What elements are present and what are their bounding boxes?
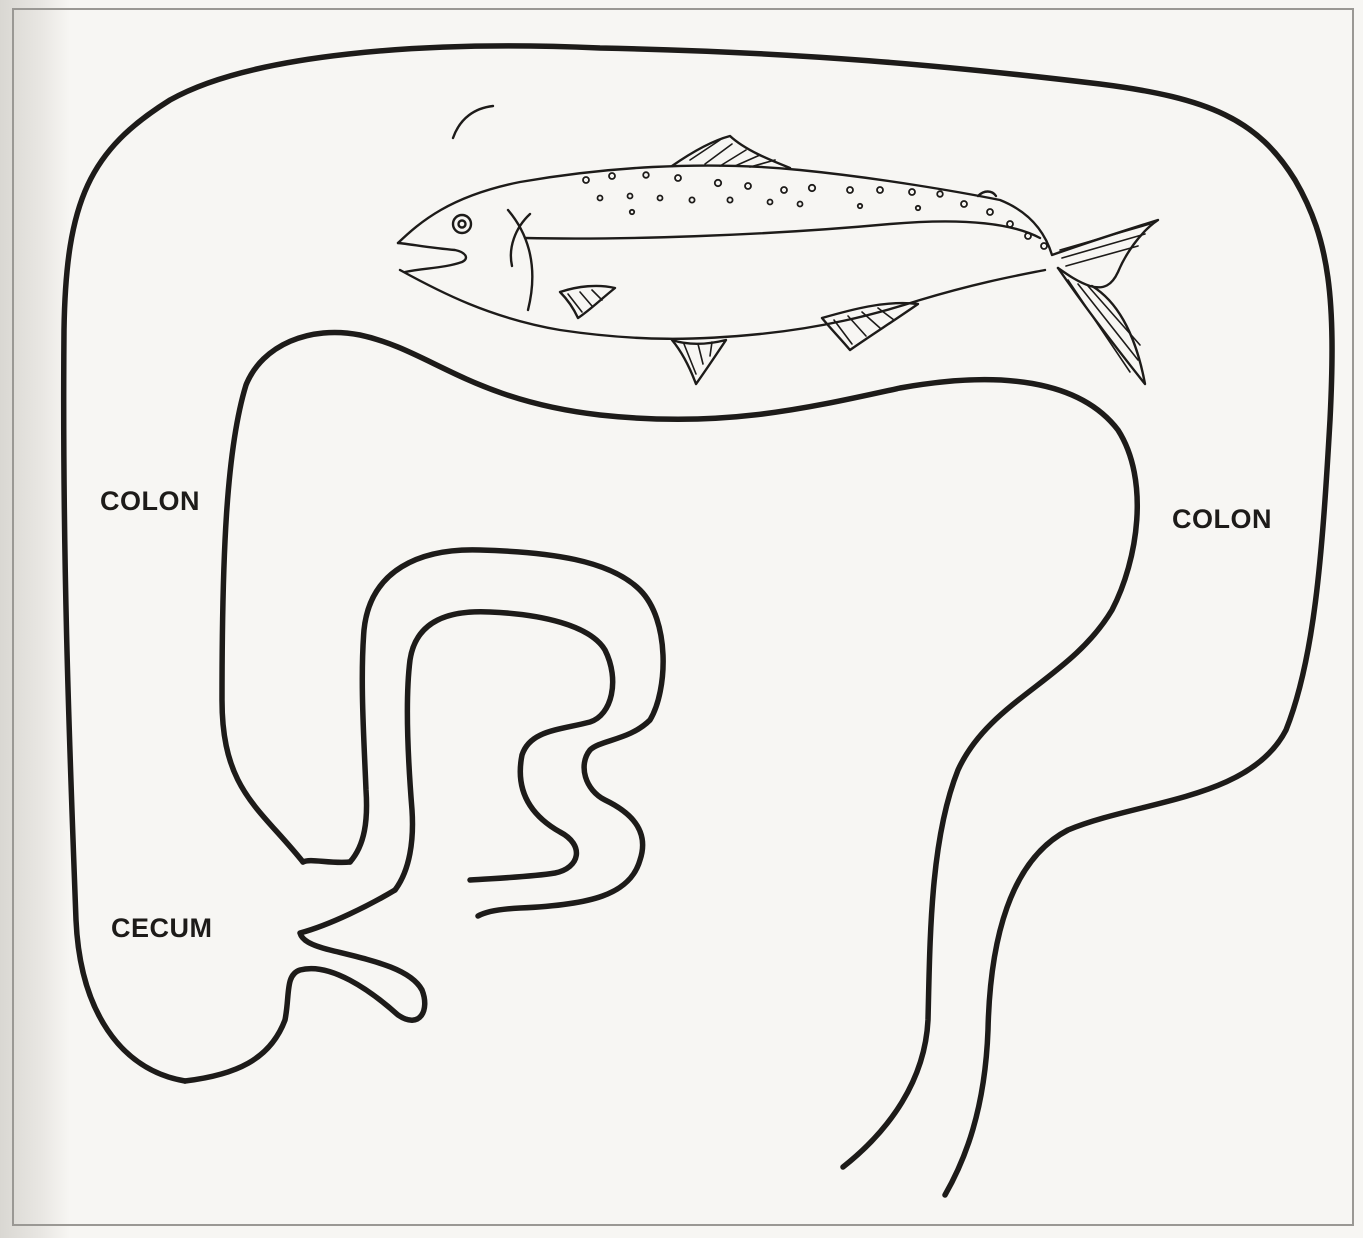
small-intestine-outer-wall bbox=[350, 550, 663, 916]
fish-dorsal-fin bbox=[672, 136, 790, 168]
cecum-pouch bbox=[185, 890, 425, 1081]
fish-mouth bbox=[398, 243, 466, 272]
fish-illustration bbox=[398, 136, 1158, 384]
hook-mark bbox=[453, 106, 493, 138]
fish-anal-fin bbox=[822, 303, 918, 350]
cecum-top-wall bbox=[303, 861, 350, 863]
fish-belly-outline bbox=[400, 270, 1045, 339]
label-colon-right: COLON bbox=[1172, 504, 1272, 535]
fish-lateral-line bbox=[525, 221, 1040, 238]
colon-inner-wall bbox=[222, 332, 1137, 1167]
fish-eye-pupil bbox=[459, 221, 466, 228]
label-colon-left: COLON bbox=[100, 486, 200, 517]
fish-eye bbox=[453, 215, 471, 233]
label-cecum: CECUM bbox=[111, 913, 213, 944]
colon-outer-wall bbox=[64, 46, 1332, 1195]
small-intestine-inner-wall bbox=[395, 612, 613, 890]
